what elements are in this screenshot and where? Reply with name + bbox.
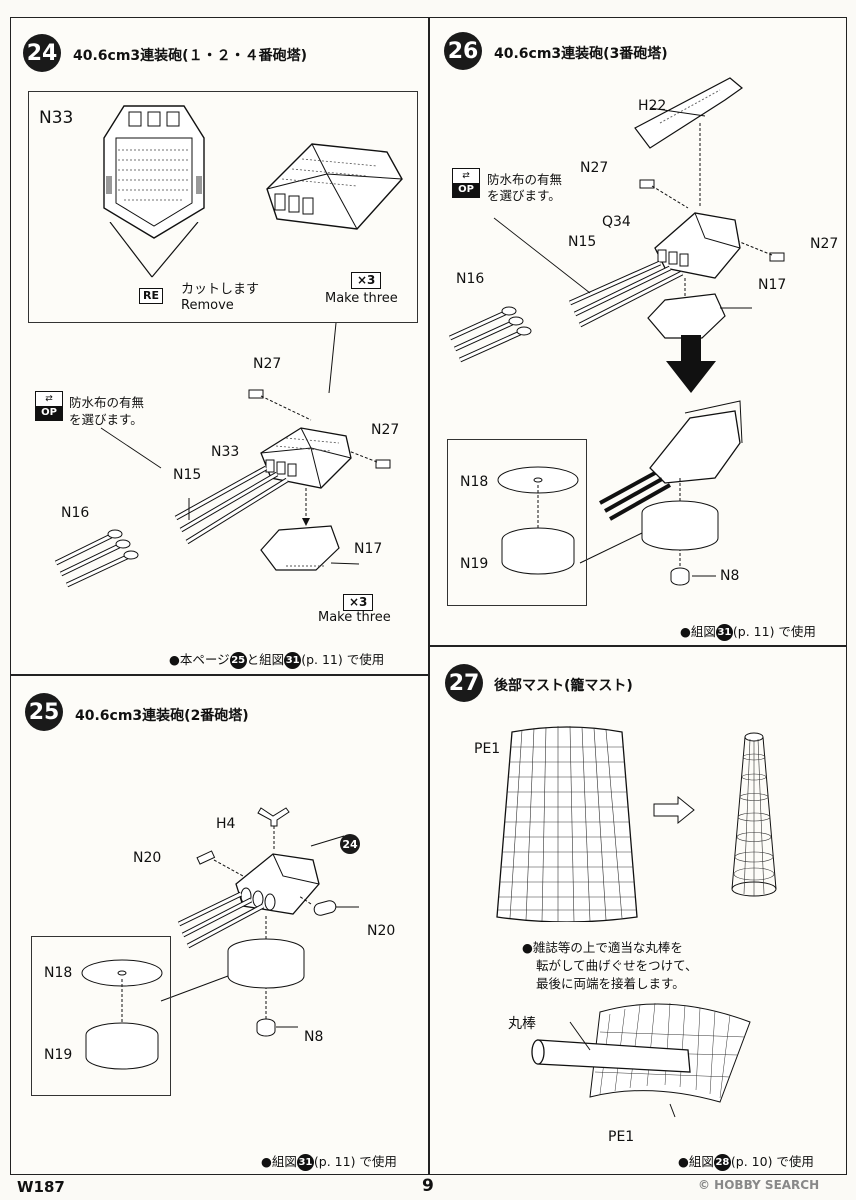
- pe1-flat-mast-drawing: [496, 725, 638, 922]
- part-label-pe1-a: PE1: [474, 741, 501, 757]
- make-three-label-main: Make three: [318, 610, 391, 625]
- instruction-line-2: 転がして曲げぐせをつけて、: [536, 958, 698, 973]
- part-label-q34: Q34: [602, 214, 631, 230]
- step-26-panel: 26 40.6cm3連装砲(3番砲塔) ⇄ OP 防水布の有無 を選びます。: [429, 17, 847, 646]
- part-label-n16: N16: [61, 505, 90, 521]
- step-26-mounted-drawing: [579, 400, 743, 586]
- op-note-line-2: を選びます。: [487, 188, 561, 203]
- n18-n19-drawing: [497, 466, 579, 575]
- instruction-line-3: 最後に両端を接着します。: [536, 976, 685, 991]
- re-badge: RE: [139, 288, 163, 304]
- instruction-line-1: ●雑誌等の上で適当な丸棒を: [522, 940, 683, 955]
- op-note-line-1: 防水布の有無: [487, 172, 563, 187]
- part-label-n27-b: N27: [371, 422, 400, 438]
- op-note-line-1: 防水布の有無: [69, 395, 145, 410]
- step-title: 40.6cm3連装砲(3番砲塔): [494, 46, 668, 62]
- n33-detail-inset: N33 RE カットします Remove: [28, 91, 418, 323]
- remove-jp-label: カットします: [181, 282, 260, 297]
- n18-n19-detail-inset: N18 N19: [31, 936, 171, 1096]
- part-label-h4: H4: [216, 816, 236, 832]
- part-label-n20-a: N20: [133, 850, 162, 866]
- rolling-mast-drawing: [531, 1002, 751, 1118]
- ref-step-28-badge: 28: [713, 1154, 731, 1171]
- step-title: 後部マスト(籠マスト): [494, 678, 633, 694]
- x3-badge-inset: ×3: [351, 272, 382, 289]
- n18-n19-drawing: [81, 959, 163, 1070]
- watermark: © HOBBY SEARCH: [698, 1178, 820, 1192]
- down-arrow-icon: [666, 335, 716, 393]
- n18-n19-detail-inset: N18 N19: [447, 439, 587, 606]
- op-option-icon: ⇄ OP: [35, 391, 63, 421]
- op-option-icon: ⇄ OP: [452, 168, 480, 198]
- step-25-panel: 25 40.6cm3連装砲(2番砲塔) 24 H4: [10, 675, 429, 1175]
- part-label-pe1-b: PE1: [608, 1129, 635, 1145]
- part-label-n27-a: N27: [253, 356, 282, 372]
- step-number-badge: 27: [445, 664, 483, 702]
- n33-top-view-drawing: [103, 105, 205, 239]
- step-24-assembly-drawing: [54, 322, 391, 588]
- part-label-n17: N17: [354, 541, 383, 557]
- step-number-badge: 24: [23, 34, 61, 72]
- part-label-n20-b: N20: [367, 923, 396, 939]
- outline-right-arrow-icon: [653, 795, 695, 825]
- part-label-n33: N33: [211, 444, 240, 460]
- x3-badge-main: ×3: [343, 594, 374, 611]
- part-label-n27-a: N27: [580, 160, 609, 176]
- ref-step-24-badge: 24: [340, 834, 360, 854]
- n33-iso-drawing: [266, 143, 403, 230]
- part-label-n19: N19: [44, 1047, 73, 1063]
- step-26-assembly-drawing: [448, 77, 785, 363]
- part-label-n15: N15: [173, 467, 202, 483]
- part-label-n8: N8: [304, 1029, 324, 1045]
- step-title: 40.6cm3連装砲(2番砲塔): [75, 708, 249, 724]
- ref-step-31-badge: 31: [296, 1154, 314, 1171]
- step-number-badge: 26: [444, 32, 482, 70]
- ref-step-31-badge: 31: [284, 652, 302, 669]
- rod-label: 丸棒: [508, 1016, 536, 1032]
- page-number: 9: [422, 1176, 434, 1196]
- op-note-line-2: を選びます。: [69, 412, 143, 427]
- step-25-assembly-drawing: [160, 807, 359, 1037]
- step-24-panel: 24 40.6cm3連装砲(１・２・４番砲塔) N33 RE カットします Re…: [10, 17, 429, 675]
- part-label-n15: N15: [568, 234, 597, 250]
- make-three-label-inset: Make three: [325, 291, 398, 306]
- step-title: 40.6cm3連装砲(１・２・４番砲塔): [73, 48, 307, 64]
- part-label-n8: N8: [720, 568, 740, 584]
- part-label-h22: H22: [638, 98, 667, 114]
- part-label-n27-b: N27: [810, 236, 839, 252]
- step-27-panel: 27 後部マスト(籠マスト) PE1: [429, 646, 847, 1175]
- ref-step-31-badge: 31: [715, 624, 733, 641]
- ref-step-25-badge: 25: [229, 652, 247, 669]
- step-number-badge: 25: [25, 693, 63, 731]
- product-code: W187: [17, 1178, 65, 1196]
- part-label-n18: N18: [44, 965, 73, 981]
- rolled-mast-drawing: [731, 732, 777, 897]
- part-label-n18: N18: [460, 474, 489, 490]
- part-label-n33-inset: N33: [39, 108, 74, 128]
- remove-en-label: Remove: [181, 298, 234, 313]
- part-label-n16: N16: [456, 271, 485, 287]
- part-label-n19: N19: [460, 556, 489, 572]
- part-label-n17: N17: [758, 277, 787, 293]
- remove-pointer-lines: [109, 222, 199, 278]
